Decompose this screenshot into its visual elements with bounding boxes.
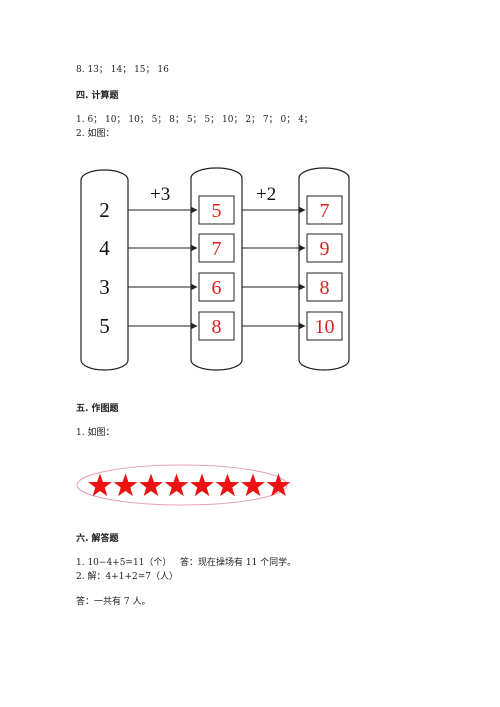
result-box-plus3 bbox=[198, 311, 235, 341]
star-icon bbox=[241, 473, 265, 497]
input-number: 2 bbox=[99, 198, 110, 222]
result-number-plus3: 6 bbox=[212, 277, 222, 299]
input-number: 4 bbox=[99, 236, 110, 260]
column-input bbox=[80, 169, 129, 371]
result-box-plus2 bbox=[306, 272, 343, 302]
section-heading-draw-text: 五. 作图题 bbox=[76, 404, 119, 414]
section-heading-calc: 四. 计算题 bbox=[76, 91, 119, 101]
answer-solve-2: 2. 解：4+1+2=7（人） bbox=[76, 572, 178, 582]
star-icon bbox=[139, 473, 163, 497]
result-box-plus3 bbox=[198, 195, 235, 225]
input-number: 5 bbox=[99, 314, 110, 338]
result-number-plus2: 7 bbox=[320, 200, 330, 222]
operation-plus2: +2 bbox=[256, 184, 276, 205]
column-input-capsule bbox=[80, 169, 129, 371]
answer-calc-2: 2. 如图： bbox=[76, 129, 115, 139]
column-plus3 bbox=[190, 167, 243, 371]
column-plus3-capsule bbox=[190, 167, 243, 371]
result-number-plus3: 8 bbox=[212, 316, 222, 338]
answer-line-8: 8. 13； 14； 15； 16 bbox=[76, 65, 169, 75]
result-box-plus2 bbox=[306, 311, 343, 341]
star-drawing bbox=[76, 464, 291, 506]
star-row bbox=[88, 473, 291, 497]
star-icon bbox=[215, 473, 240, 497]
section-heading-draw: 五. 作图题 bbox=[76, 401, 119, 414]
star-icon bbox=[88, 473, 112, 497]
result-box-plus3 bbox=[198, 233, 235, 263]
input-number: 3 bbox=[99, 275, 110, 299]
answer-solve-1-result: 答：现在操场有 11 个同学。 bbox=[180, 558, 297, 568]
result-number-plus3: 7 bbox=[212, 238, 222, 260]
diagram-rows: 2 5 7 4 7 9 3 6 8 5 8 10 bbox=[99, 195, 343, 341]
column-plus2 bbox=[298, 167, 350, 371]
star-icon bbox=[164, 473, 189, 497]
answer-solve-1: 1. 10−4+5=11（个） 答：现在操场有 11 个同学。 bbox=[76, 555, 296, 568]
star-icon bbox=[266, 473, 291, 497]
section-heading-solve: 六. 解答题 bbox=[76, 534, 119, 544]
operation-plus3: +3 bbox=[150, 184, 170, 205]
star-icon bbox=[113, 473, 138, 497]
result-number-plus2: 9 bbox=[320, 238, 330, 260]
star-oval bbox=[76, 464, 288, 506]
answer-solve-final: 答：一共有 7 人。 bbox=[76, 597, 151, 607]
result-box-plus2 bbox=[306, 195, 343, 225]
result-number-plus2: 10 bbox=[315, 316, 335, 338]
answer-solve-1-equation: 1. 10−4+5=11（个） bbox=[76, 558, 172, 568]
result-number-plus3: 5 bbox=[212, 200, 222, 222]
result-box-plus3 bbox=[198, 272, 235, 302]
answer-calc-1: 1. 6； 10； 10； 5； 8； 5； 5； 10； 2； 7； 0； 4… bbox=[76, 115, 313, 125]
answer-draw-1: 1. 如图： bbox=[76, 428, 115, 438]
column-plus2-capsule bbox=[298, 167, 350, 371]
result-number-plus2: 8 bbox=[320, 277, 330, 299]
star-icon bbox=[190, 473, 214, 497]
result-box-plus2 bbox=[306, 233, 343, 263]
